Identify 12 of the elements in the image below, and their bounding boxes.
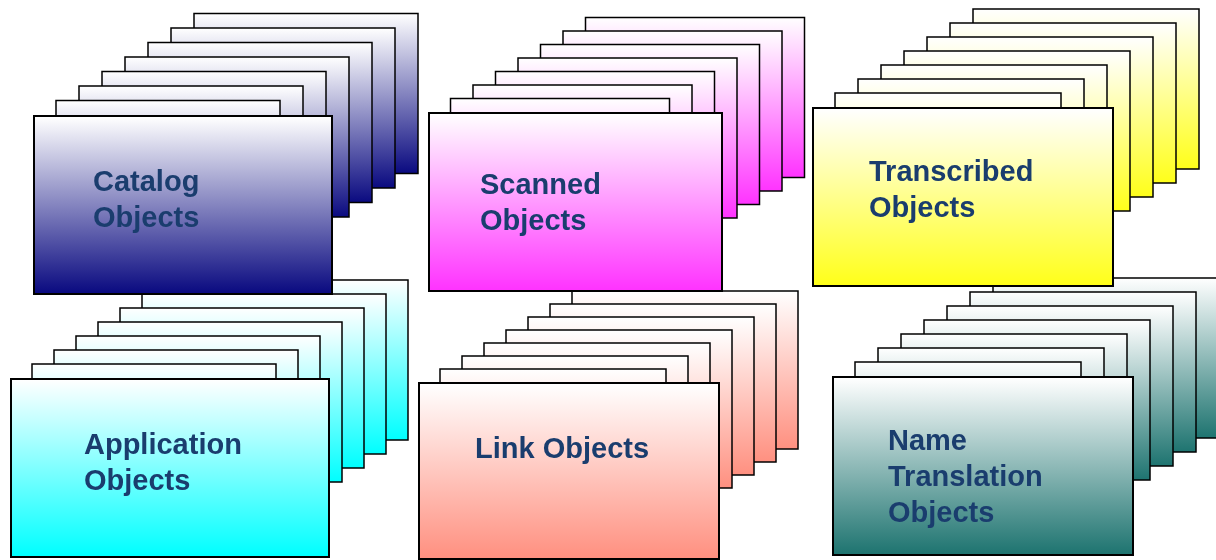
- card-title: Link Objects: [475, 431, 651, 466]
- object-card: [33, 115, 333, 295]
- card-title: Application Objects: [84, 427, 243, 498]
- object-card: [428, 112, 723, 292]
- object-card: [10, 378, 330, 558]
- card-title: Transcribed Objects: [869, 154, 1035, 225]
- object-card: [832, 376, 1134, 556]
- object-card: [812, 107, 1114, 287]
- card-title: Name Translation Objects: [888, 423, 1044, 530]
- object-card: [418, 382, 720, 560]
- card-title: Catalog Objects: [93, 164, 201, 235]
- card-title: Scanned Objects: [480, 167, 602, 238]
